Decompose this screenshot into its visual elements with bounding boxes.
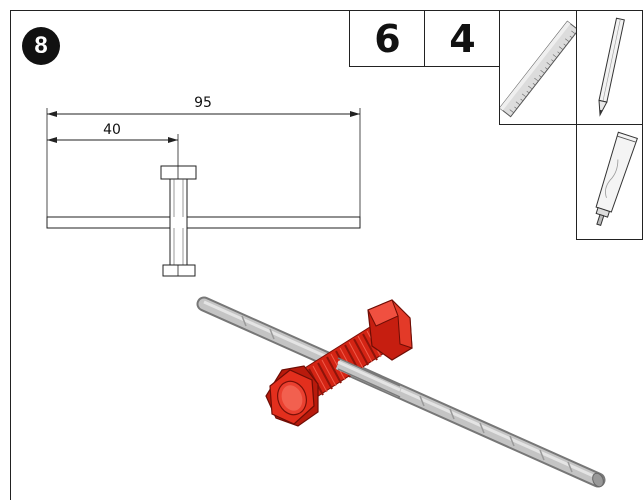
nut-3d bbox=[367, 299, 413, 361]
arrowhead-offset-left bbox=[47, 137, 57, 143]
ruler-icon bbox=[498, 20, 580, 118]
tool-box-ruler bbox=[498, 10, 580, 125]
nut-outline bbox=[162, 264, 196, 277]
illustration-3d bbox=[196, 296, 606, 488]
bolt-head-3d bbox=[265, 365, 319, 427]
instruction-frame bbox=[10, 10, 643, 500]
rod-3d bbox=[196, 296, 606, 488]
quantity-box-second: 4 bbox=[424, 10, 501, 67]
dimension-offset: 40 bbox=[47, 122, 179, 166]
tool-box-glue bbox=[576, 124, 643, 240]
step-number-badge: 8 bbox=[22, 27, 60, 65]
pencil-icon bbox=[598, 17, 625, 117]
quantity-box-first: 6 bbox=[349, 10, 426, 67]
technical-drawing bbox=[46, 165, 361, 277]
arrowhead-left bbox=[47, 111, 57, 117]
dimension-label-total: 95 bbox=[194, 95, 212, 111]
bolt-head-outline bbox=[160, 165, 197, 180]
rod-outline bbox=[46, 216, 361, 229]
dimension-total: 95 bbox=[46, 95, 361, 220]
bolt-3d bbox=[265, 299, 413, 427]
arrowhead-offset-right bbox=[168, 137, 178, 143]
arrowhead-right bbox=[350, 111, 360, 117]
dimension-label-offset: 40 bbox=[103, 122, 121, 138]
glue-tube-icon bbox=[595, 131, 638, 226]
